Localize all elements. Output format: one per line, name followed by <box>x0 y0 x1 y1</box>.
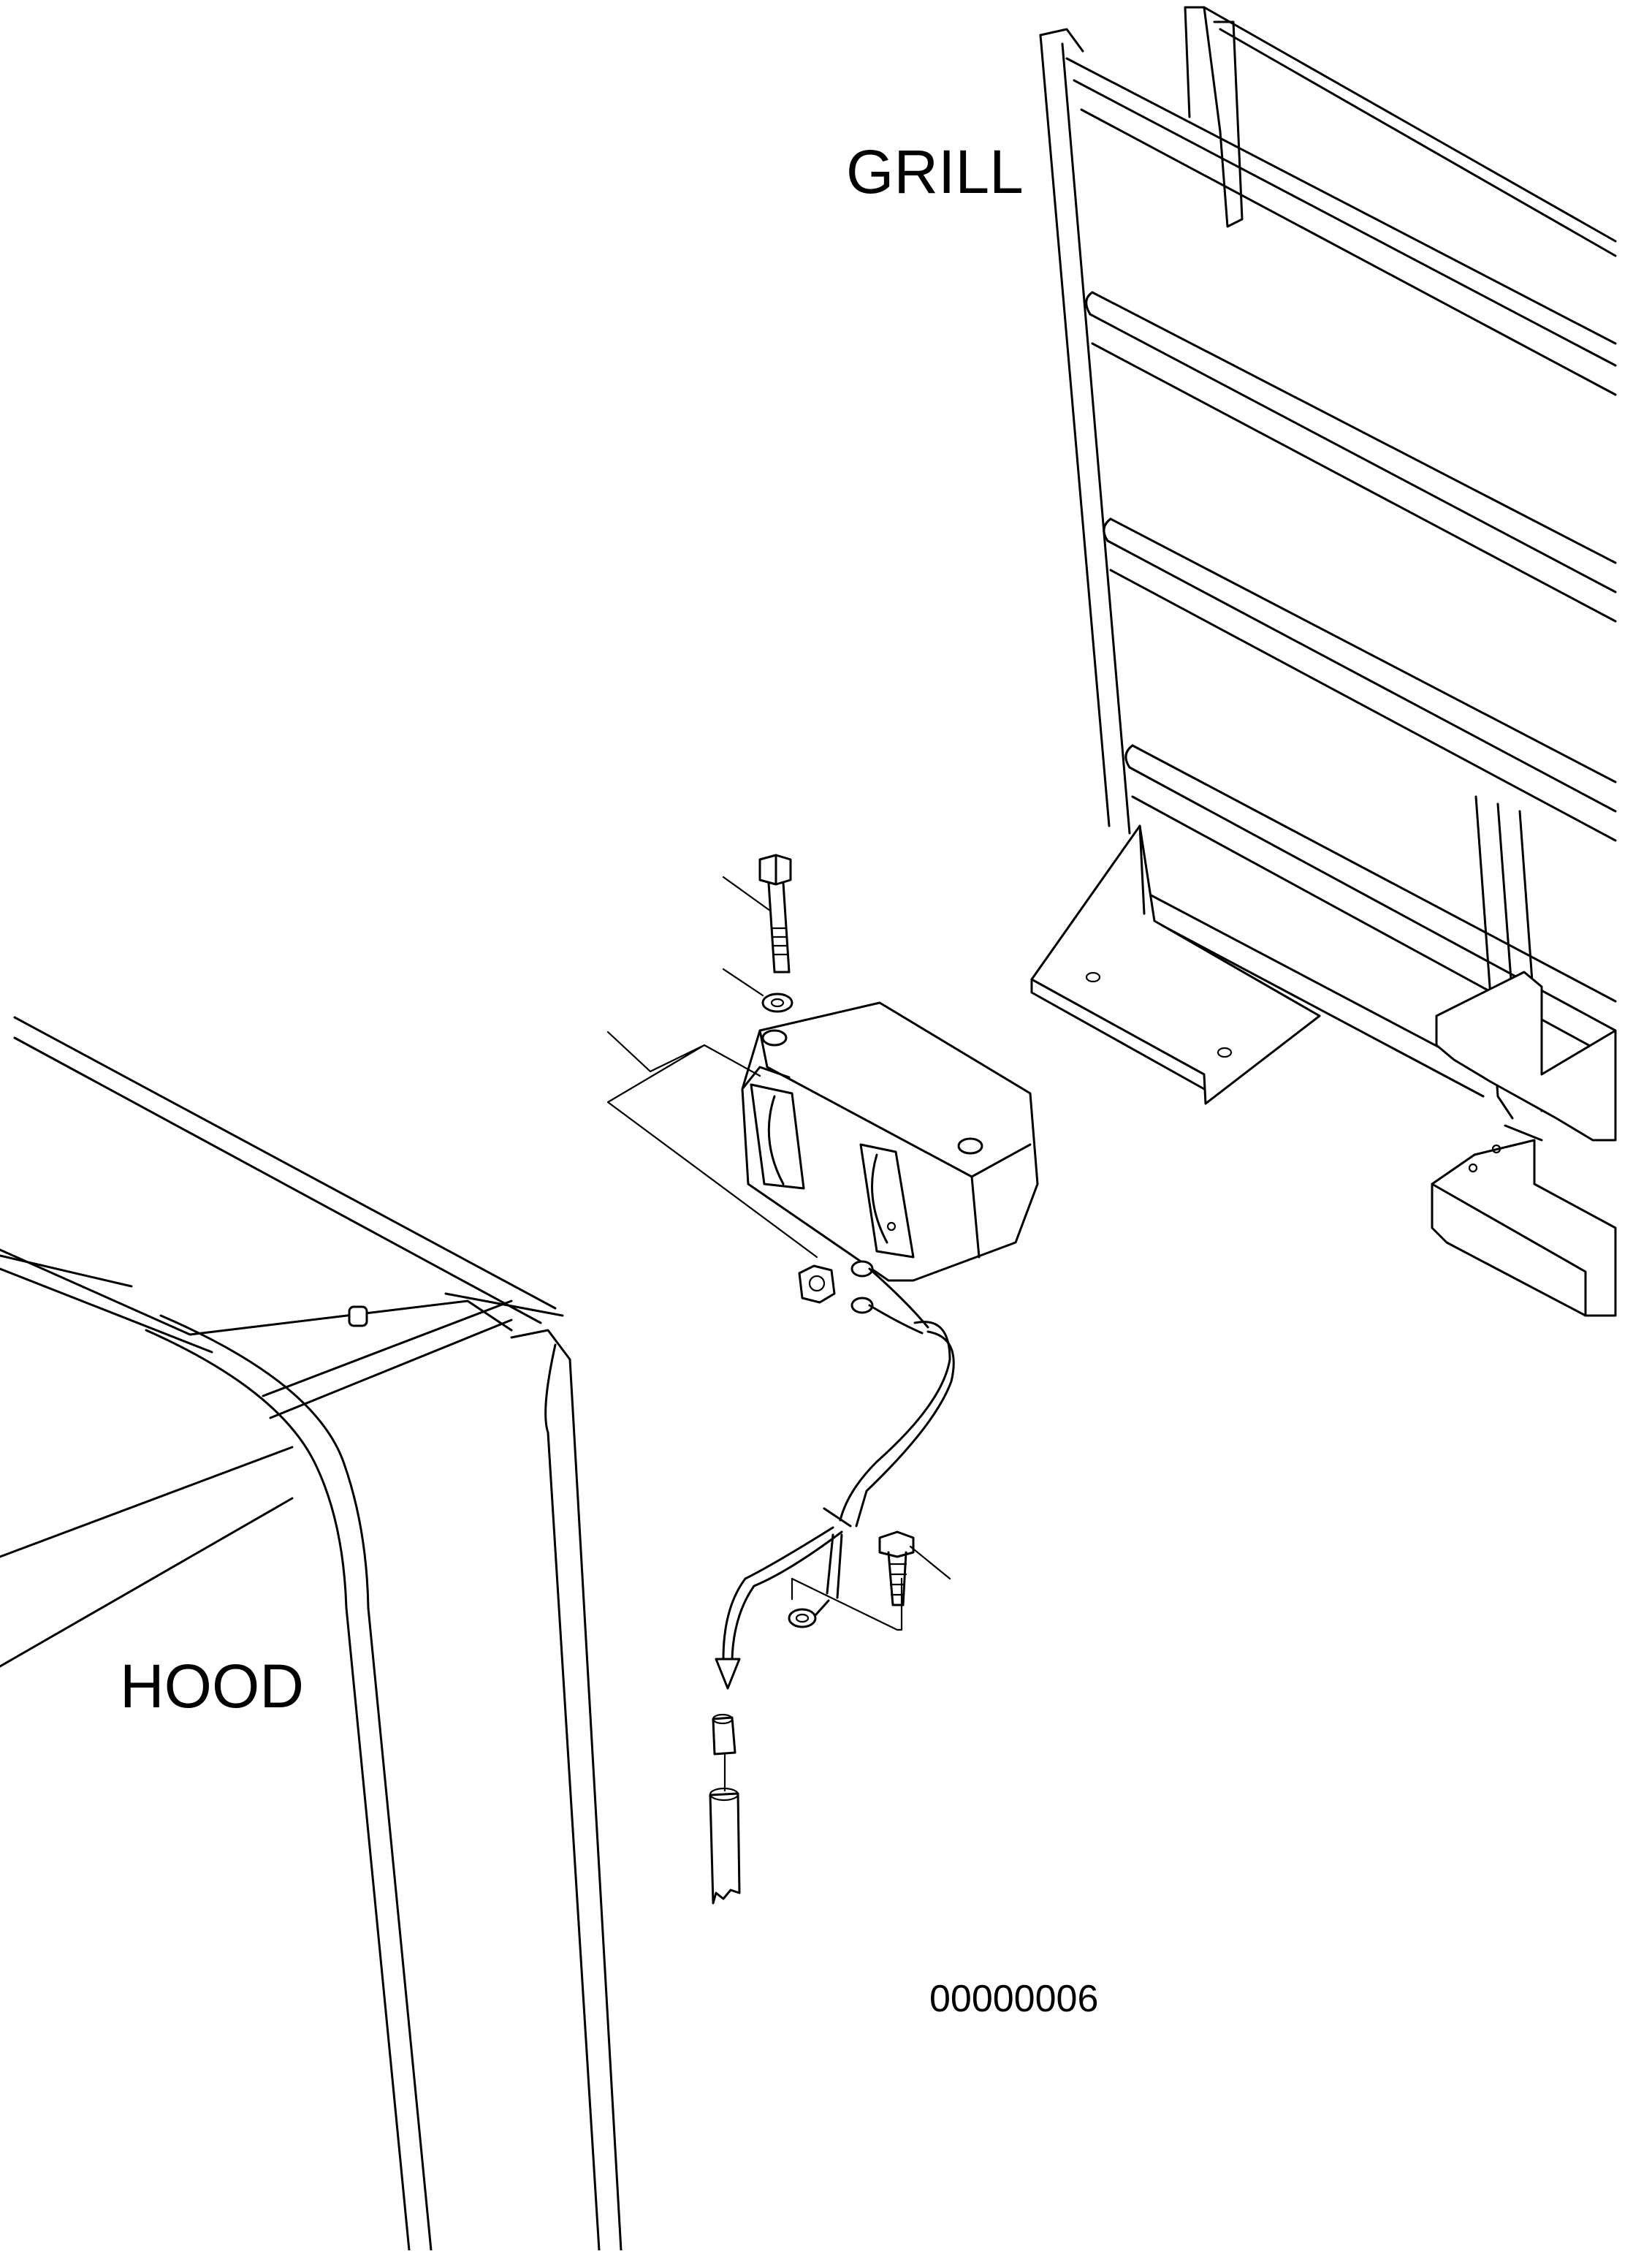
leader-line <box>606 1031 818 1259</box>
leader-line <box>722 876 772 912</box>
hex-nut <box>798 1264 836 1304</box>
figure-id: 00000006 <box>929 1978 1098 2020</box>
lamp-housing <box>741 1001 1039 1282</box>
wire-terminal-sleeve <box>709 1787 741 1905</box>
grill-assembly <box>1030 6 1617 1317</box>
washer <box>761 993 793 1013</box>
grill-label: GRILL <box>846 137 1024 206</box>
leader-line <box>722 968 764 997</box>
bullet-connector <box>712 1713 736 1792</box>
grill-mounting-bracket <box>1030 824 1321 1105</box>
hex-bolt <box>758 854 792 974</box>
leader-line <box>791 1577 903 1631</box>
ground-screw <box>878 1530 915 1606</box>
hood-panel <box>0 1016 623 2252</box>
wiring-harness <box>715 1260 955 1690</box>
leader-line <box>909 1545 951 1580</box>
grill-slat <box>1085 291 1617 623</box>
hood-label: HOOD <box>120 1652 304 1720</box>
grill-lower-bracket <box>1431 971 1617 1317</box>
grill-slat <box>1103 517 1617 842</box>
grill-slat <box>1138 890 1492 1098</box>
